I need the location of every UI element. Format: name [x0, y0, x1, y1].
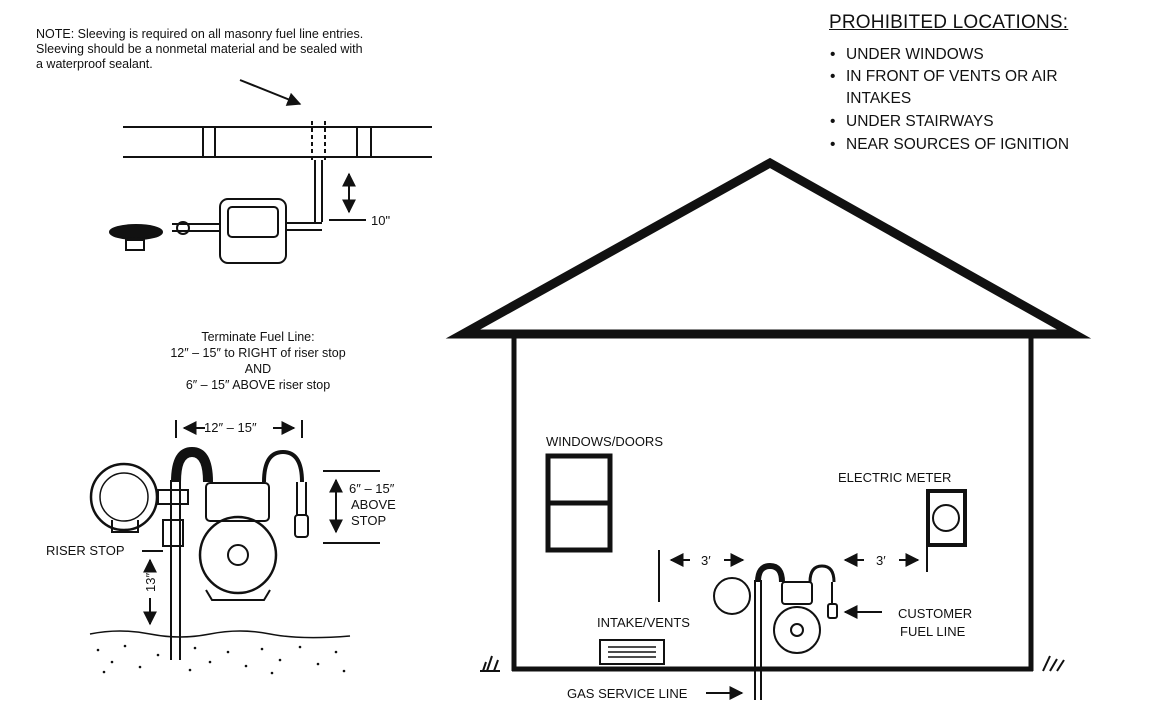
regulator-vent — [125, 239, 145, 251]
prohibited-item: UNDER WINDOWS — [829, 43, 1106, 66]
terminate-line-4: 6″ – 15″ ABOVE riser stop — [185, 378, 331, 392]
regulator-disc — [89, 462, 159, 532]
note-line-2: Sleeving should be a nonmetal material a… — [36, 42, 363, 56]
dimension-10-label: 10" — [371, 213, 390, 228]
electric-meter-box — [926, 489, 967, 547]
terminate-line-3: AND — [244, 362, 272, 376]
above-stop-label-1: 6″ – 15″ — [349, 481, 395, 496]
dim-13-label: 13″ — [143, 573, 158, 592]
above-stop-label-2: ABOVE — [351, 497, 396, 512]
masonry-entry-illustration — [109, 79, 432, 264]
customer-fuel-line-label-2: FUEL LINE — [900, 624, 966, 639]
regulator — [109, 224, 163, 240]
prohibited-locations-title: PROHIBITED LOCATIONS: — [829, 12, 1069, 33]
note-pointer-arrow — [239, 79, 302, 106]
inlet-swan-neck — [171, 446, 213, 483]
house-illustration — [445, 157, 1092, 700]
terminate-line-2: 12″ – 15″ to RIGHT of riser stop — [170, 346, 346, 360]
house-meter-index — [781, 581, 813, 605]
outlet-swan-neck — [262, 449, 304, 483]
prohibited-locations-list: UNDER WINDOWS IN FRONT OF VENTS OR AIR I… — [829, 43, 1106, 156]
meter-index-box — [205, 482, 270, 522]
above-stop-label-3: STOP — [351, 513, 386, 528]
intake-vents-label: INTAKE/VENTS — [597, 615, 690, 630]
riser-stop-fitting — [162, 519, 184, 547]
gas-service-line-label: GAS SERVICE LINE — [567, 686, 688, 701]
intake-vent — [599, 639, 665, 665]
dim-3-left-label: 3′ — [701, 553, 711, 568]
sleeving-note: NOTE: Sleeving is required on all masonr… — [36, 27, 363, 72]
windows-doors-label: WINDOWS/DOORS — [546, 434, 663, 449]
terminate-line-1: Terminate Fuel Line: — [201, 330, 315, 344]
customer-fuel-line-cap — [827, 603, 838, 619]
meter-drum — [198, 515, 278, 595]
terminate-fuel-line-instructions: Terminate Fuel Line: 12″ – 15″ to RIGHT … — [113, 329, 403, 393]
meter-drum-hub — [227, 544, 249, 566]
house-meter-drum — [773, 606, 821, 654]
prohibited-item: NEAR SOURCES OF IGNITION — [829, 133, 1106, 156]
prohibited-item: IN FRONT OF VENTS OR AIR INTAKES — [829, 66, 1061, 110]
dim-3-right-label: 3′ — [876, 553, 886, 568]
note-line-3: a waterproof sealant. — [36, 57, 153, 71]
prohibited-item: UNDER STAIRWAYS — [829, 110, 1106, 133]
regulator-inner — [99, 472, 149, 522]
meter-base — [205, 589, 271, 601]
electric-meter-dial — [932, 504, 960, 532]
ground-line — [89, 630, 351, 639]
grass-tuft-left — [480, 655, 500, 672]
ground-speckles — [96, 644, 346, 675]
house-regulator — [713, 577, 751, 615]
house-inlet-swan-neck — [755, 562, 785, 583]
shutoff-valve — [176, 221, 190, 235]
grass-tuft-right — [1042, 655, 1065, 672]
customer-fuel-line-label-1: CUSTOMER — [898, 606, 972, 621]
fuel-line-cap — [294, 514, 309, 538]
meter-set-detail — [89, 420, 380, 660]
regulator-neck — [111, 520, 139, 533]
house-outlet-swan-neck — [808, 564, 836, 583]
house-roof — [445, 157, 1092, 339]
dim-12-15-label: 12″ – 15″ — [204, 420, 257, 435]
note-line-1: NOTE: Sleeving is required on all masonr… — [36, 27, 364, 41]
riser-valve — [157, 489, 189, 505]
meter-dial-face — [227, 206, 279, 238]
riser-stop-label: RISER STOP — [46, 543, 125, 558]
electric-meter-label: ELECTRIC METER — [838, 470, 951, 485]
